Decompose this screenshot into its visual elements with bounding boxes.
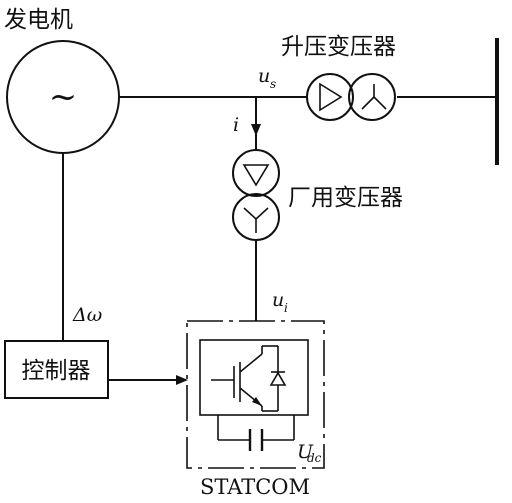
step-up-winding-wye <box>348 73 396 121</box>
converter-block <box>199 339 309 416</box>
udc-label: U <box>297 441 314 463</box>
generator: ~ <box>6 40 120 154</box>
voltage-ui-subscript: i <box>284 301 288 315</box>
generator-label: 发电机 <box>4 7 73 33</box>
delta-symbol-icon <box>319 82 343 112</box>
voltage-ui-label: u <box>272 289 284 311</box>
delta-omega-label: Δω <box>72 304 102 326</box>
current-arrow-icon <box>251 124 261 136</box>
statcom-enclosure <box>186 320 325 469</box>
generator-symbol: ~ <box>49 77 78 117</box>
wye-symbol-icon-leg <box>373 96 387 110</box>
current-i-label: i <box>233 114 239 136</box>
control-arrow-icon <box>176 375 188 385</box>
step-up-transformer <box>306 73 396 121</box>
station-transformer <box>232 149 280 241</box>
diode-icon <box>269 371 287 386</box>
controller-box <box>4 340 109 399</box>
wye-symbol-icon-leg <box>255 207 269 220</box>
voltage-us-label: u <box>258 65 270 87</box>
converter-box <box>199 339 309 416</box>
step-up-winding-delta <box>306 73 354 121</box>
wye-symbol-icon <box>243 207 257 220</box>
step-up-transformer-label: 升压变压器 <box>281 34 396 60</box>
igbt-emitter-arrow-icon <box>252 397 262 406</box>
controller-label: 控制器 <box>22 358 91 384</box>
wye-symbol-icon-leg <box>361 96 375 110</box>
station-winding-wye <box>232 193 280 241</box>
statcom-label: STATCOM <box>200 475 310 498</box>
voltage-us-subscript: s <box>270 77 276 91</box>
dc-capacitor <box>217 415 295 451</box>
station-transformer-label: 厂用变压器 <box>288 185 403 211</box>
udc-subscript: dc <box>307 451 322 465</box>
station-winding-delta <box>232 149 280 197</box>
delta-symbol-icon <box>242 164 270 187</box>
igbt-collector-icon <box>239 353 263 373</box>
